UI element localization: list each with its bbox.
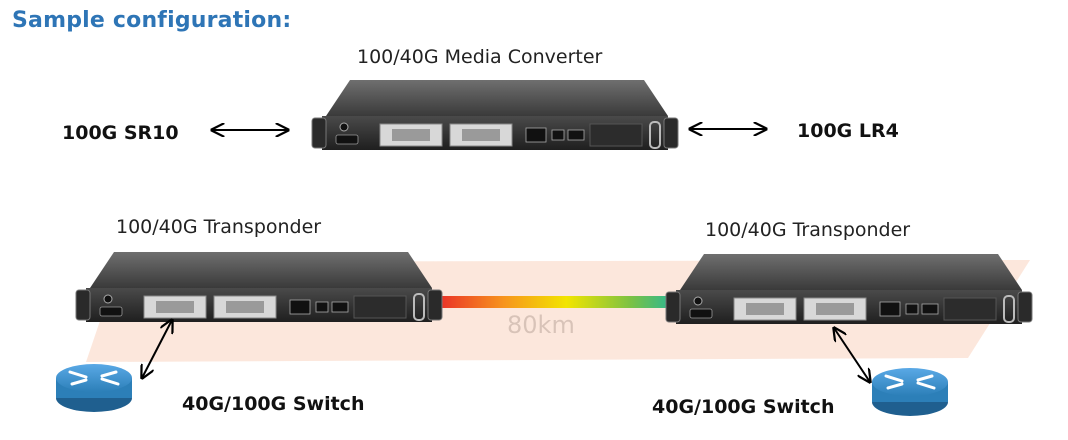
media-converter-device [312, 80, 678, 150]
router-icon-right [872, 368, 948, 416]
router-icon-left [56, 364, 132, 412]
transponder-right-device [666, 254, 1032, 324]
transponder-left-device [76, 252, 442, 322]
fiber-link [428, 296, 680, 308]
